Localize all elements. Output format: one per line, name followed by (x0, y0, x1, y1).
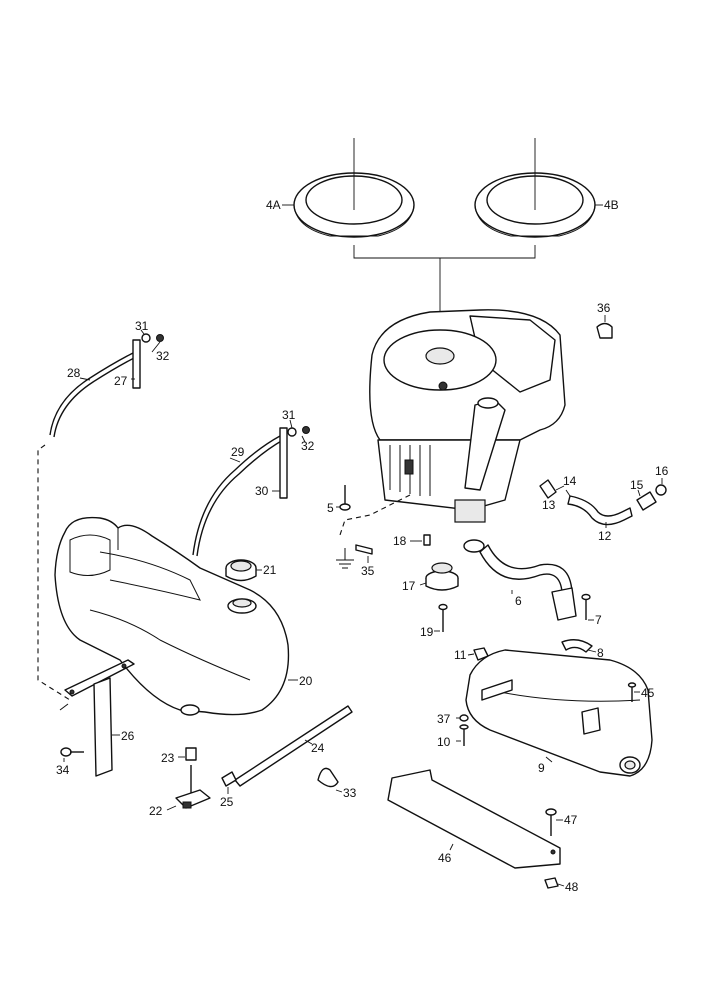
callout-28: 28 (67, 366, 81, 380)
bolt-47 (545, 808, 563, 836)
hose-clamp-33 (317, 767, 343, 793)
bolt-19 (434, 603, 448, 632)
bolt-7 (581, 593, 594, 621)
fuel-valve-22 (166, 765, 211, 811)
callout-20: 20 (299, 674, 313, 688)
pulley-17 (419, 562, 459, 591)
hose-clip-25 (221, 771, 237, 794)
bolt-5 (336, 485, 351, 511)
callout-15: 15 (630, 478, 644, 492)
callout-30: 30 (255, 484, 269, 498)
callout-16: 16 (655, 464, 669, 478)
muffler-9 (465, 649, 653, 777)
callout-25: 25 (220, 795, 234, 809)
tank-bracket-26 (59, 659, 135, 777)
part-18 (410, 534, 431, 546)
callout-31-lower: 31 (282, 408, 296, 422)
callout-12: 12 (598, 529, 612, 543)
callout-34: 34 (56, 763, 70, 777)
callout-5: 5 (327, 501, 334, 515)
callout-27: 27 (114, 374, 128, 388)
callout-8: 8 (597, 646, 604, 660)
callout-21: 21 (263, 563, 277, 577)
washer-37 (456, 714, 469, 722)
callout-18: 18 (393, 534, 407, 548)
callout-29: 29 (231, 445, 245, 459)
callout-33: 33 (343, 786, 357, 800)
callout-11: 11 (454, 648, 467, 662)
callout-48: 48 (565, 880, 579, 894)
callout-4b: 4B (604, 198, 619, 212)
filter-ring-4b (474, 138, 596, 238)
callout-35: 35 (361, 564, 375, 578)
callout-47: 47 (564, 813, 578, 827)
callout-7: 7 (595, 613, 602, 627)
throttle-cable-28 (49, 329, 164, 438)
clip-36 (596, 315, 613, 339)
fuel-line-12 (539, 478, 667, 528)
callout-37: 37 (437, 712, 451, 726)
callout-32-lower: 32 (301, 439, 315, 453)
fitting-23 (178, 747, 197, 761)
bolt-45 (627, 682, 640, 702)
callout-23: 23 (161, 751, 175, 765)
clamp-8 (561, 639, 597, 653)
fuel-hose-24 (234, 705, 353, 787)
callout-9: 9 (538, 761, 545, 775)
engine (369, 309, 566, 523)
callout-36: 36 (597, 301, 611, 315)
filter-ring-4a (293, 138, 415, 238)
callout-22: 22 (149, 804, 163, 818)
bolt-34 (60, 747, 84, 762)
callout-14: 14 (563, 474, 577, 488)
callout-6: 6 (515, 594, 522, 608)
choke-cable-29 (192, 419, 310, 557)
ground-bolt-35 (336, 544, 373, 569)
callout-17: 17 (402, 579, 416, 593)
callout-32-upper: 32 (156, 349, 170, 363)
fuel-tank-20 (54, 516, 298, 716)
exhaust-pipe-6 (463, 539, 577, 621)
callout-10: 10 (437, 735, 451, 749)
heat-shield-46 (387, 769, 561, 869)
nut-11 (467, 647, 489, 661)
callout-13: 13 (542, 498, 556, 512)
bolt-10 (456, 724, 469, 746)
nut-48 (544, 877, 565, 889)
callout-46: 46 (438, 851, 452, 865)
callout-45: 45 (641, 686, 655, 700)
callout-19: 19 (420, 625, 434, 639)
callout-24: 24 (311, 741, 325, 755)
callout-4a: 4A (266, 198, 281, 212)
fuel-cap-21 (225, 559, 262, 582)
callout-31-upper: 31 (135, 319, 149, 333)
callout-26: 26 (121, 729, 135, 743)
